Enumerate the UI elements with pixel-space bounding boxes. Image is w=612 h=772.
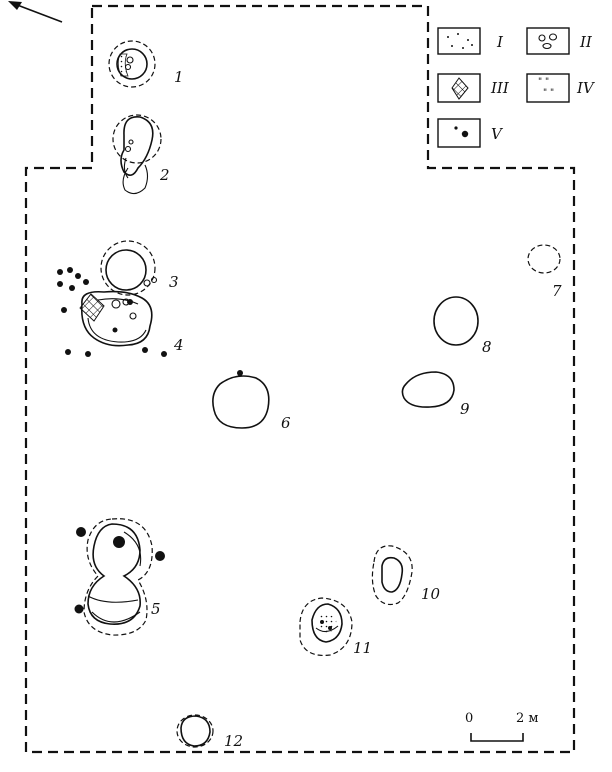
legend-item-II: II xyxy=(526,27,593,55)
feature-5: 5 xyxy=(74,518,165,636)
feature-6: 6 xyxy=(212,370,291,432)
legend-label-III: III xyxy=(490,79,510,97)
feature-label-11: 11 xyxy=(353,639,372,657)
scale-bar: 0 2 м xyxy=(465,711,539,742)
scale-start-label: 0 xyxy=(465,711,473,726)
feature-11: 11 xyxy=(299,597,372,657)
legend-label-IV: IV xyxy=(576,79,596,97)
scale-end-label: 2 м xyxy=(516,711,539,726)
feature-8: 8 xyxy=(433,296,492,356)
feature-4: 4 xyxy=(57,267,184,357)
legend-item-IV: " " " " IV xyxy=(526,73,596,103)
feature-label-7: 7 xyxy=(552,282,562,300)
feature-10: 10 xyxy=(371,545,441,606)
feature-12: 12 xyxy=(176,714,243,750)
north-arrow-icon xyxy=(8,1,63,23)
feature-2: 2 xyxy=(112,114,170,195)
legend: I II III " " " " IV V xyxy=(437,27,596,148)
feature-label-12: 12 xyxy=(224,732,243,750)
feature-label-9: 9 xyxy=(460,400,470,418)
legend-item-I: I xyxy=(437,27,504,55)
feature-9: 9 xyxy=(401,371,470,418)
feature-label-2: 2 xyxy=(159,166,170,184)
svg-text:" ": " " xyxy=(538,77,549,87)
feature-label-4: 4 xyxy=(173,336,184,354)
svg-text:" ": " " xyxy=(543,88,554,98)
legend-label-I: I xyxy=(496,33,504,51)
feature-label-8: 8 xyxy=(482,338,492,356)
feature-7: 7 xyxy=(527,244,562,300)
feature-3: 3 xyxy=(100,240,179,296)
legend-item-III: III xyxy=(437,73,510,103)
excavation-boundary xyxy=(24,4,576,754)
feature-label-10: 10 xyxy=(421,585,441,603)
feature-label-1: 1 xyxy=(174,68,184,86)
feature-label-5: 5 xyxy=(151,600,161,618)
legend-label-II: II xyxy=(579,33,593,51)
legend-item-V: V xyxy=(437,118,504,148)
feature-label-3: 3 xyxy=(169,273,179,291)
feature-1: 1 xyxy=(108,40,184,88)
legend-label-V: V xyxy=(491,125,504,143)
feature-label-6: 6 xyxy=(281,414,291,432)
